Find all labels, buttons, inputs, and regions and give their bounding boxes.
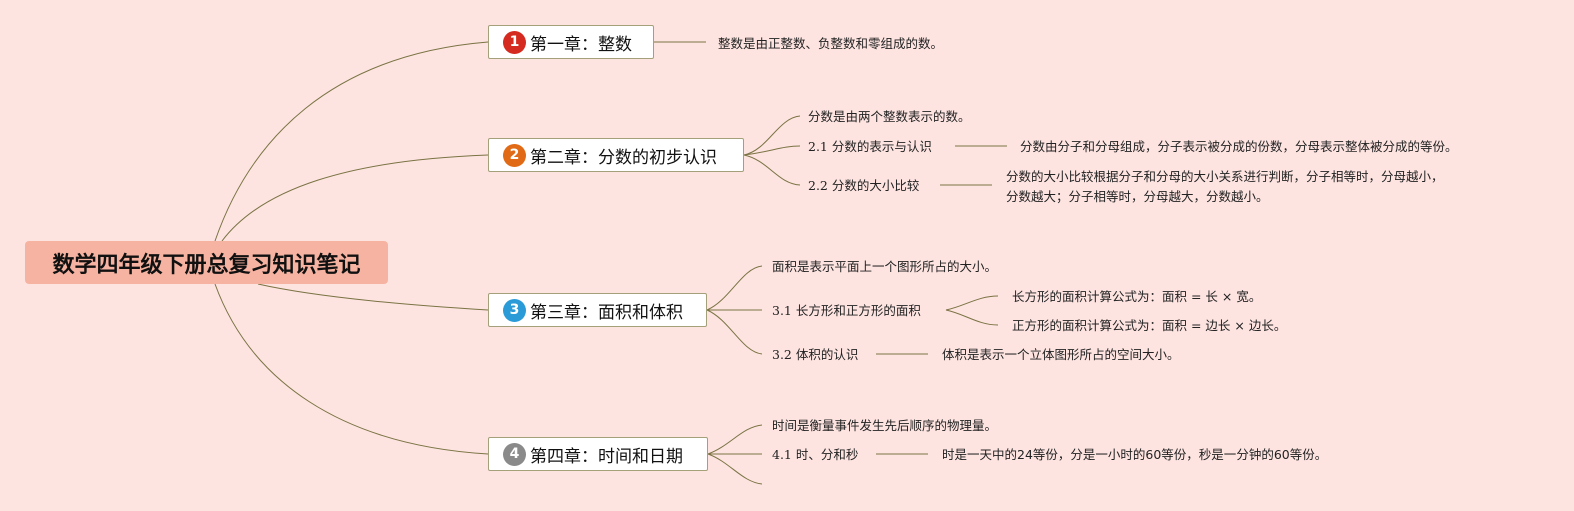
chapter-2-to-section-1-line	[743, 145, 801, 156]
chapter-4-note[interactable]: 时间是衡量事件发生先后顺序的物理量。	[772, 418, 998, 433]
chapter-1-topic[interactable]: 1 第一章：整数	[488, 25, 654, 59]
root-to-chapter-1-line	[214, 41, 489, 242]
section-4-1-detail[interactable]: 时是一天中的24等份，分是一小时的60等份，秒是一分钟的60等份。	[942, 447, 1328, 462]
chapter-4-to-note-line	[707, 424, 763, 455]
section-3-1-to-detail-2-line	[945, 309, 999, 326]
chapter-4-to-empty-line	[707, 453, 763, 485]
section-2-1-detail[interactable]: 分数由分子和分母组成，分子表示被分成的份数，分母表示整体被分成的等份。	[1020, 139, 1458, 154]
chapter-2-to-section-2-line	[743, 154, 801, 186]
chapter-2-title: 第二章：分数的初步认识	[530, 147, 717, 168]
section-4-1-title[interactable]: 4.1 时、分和秒	[772, 447, 859, 462]
chapter-2-to-note-line	[743, 115, 801, 156]
number-3-icon: 3	[503, 298, 526, 322]
chapter-3-to-note-line	[706, 265, 763, 311]
root-to-chapter-4-line	[214, 283, 489, 455]
section-2-2-detail-line-2[interactable]: 分数越大；分子相等时，分母越大，分数越小。	[1006, 189, 1269, 204]
section-3-2-title[interactable]: 3.2 体积的认识	[772, 347, 859, 362]
section-2-1-title[interactable]: 2.1 分数的表示与认识	[808, 139, 932, 154]
section-3-1-detail-2[interactable]: 正方形的面积计算公式为：面积 = 边长 × 边长。	[1012, 318, 1287, 333]
section-3-1-to-detail-1-line	[945, 295, 999, 311]
root-to-chapter-3-line	[257, 283, 489, 311]
number-2-icon: 2	[503, 143, 526, 167]
chapter-4-title: 第四章：时间和日期	[530, 446, 683, 467]
section-2-2-title[interactable]: 2.2 分数的大小比较	[808, 178, 920, 193]
section-3-2-detail[interactable]: 体积是表示一个立体图形所占的空间大小。	[942, 347, 1180, 362]
section-2-2-detail-line-1[interactable]: 分数的大小比较根据分子和分母的大小关系进行判断，分子相等时，分母越小，	[1006, 169, 1444, 184]
chapter-2-topic[interactable]: 2 第二章：分数的初步认识	[488, 138, 744, 172]
chapter-4-topic[interactable]: 4 第四章：时间和日期	[488, 437, 708, 471]
chapter-3-topic[interactable]: 3 第三章：面积和体积	[488, 293, 707, 327]
chapter-2-note[interactable]: 分数是由两个整数表示的数。	[808, 109, 971, 124]
chapter-1-title: 第一章：整数	[530, 34, 632, 55]
number-1-icon: 1	[503, 30, 526, 54]
number-4-icon: 4	[503, 442, 526, 466]
chapter-3-note[interactable]: 面积是表示平面上一个图形所占的大小。	[772, 259, 998, 274]
chapter-3-to-section-2-line	[706, 309, 763, 355]
section-3-1-title[interactable]: 3.1 长方形和正方形的面积	[772, 303, 921, 318]
root-topic[interactable]: 数学四年级下册总复习知识笔记	[25, 241, 388, 284]
root-to-chapter-2-line	[221, 154, 489, 242]
chapter-1-note[interactable]: 整数是由正整数、负整数和零组成的数。	[718, 36, 944, 51]
section-3-1-detail-1[interactable]: 长方形的面积计算公式为：面积 = 长 × 宽。	[1012, 289, 1262, 304]
chapter-3-title: 第三章：面积和体积	[530, 302, 683, 323]
